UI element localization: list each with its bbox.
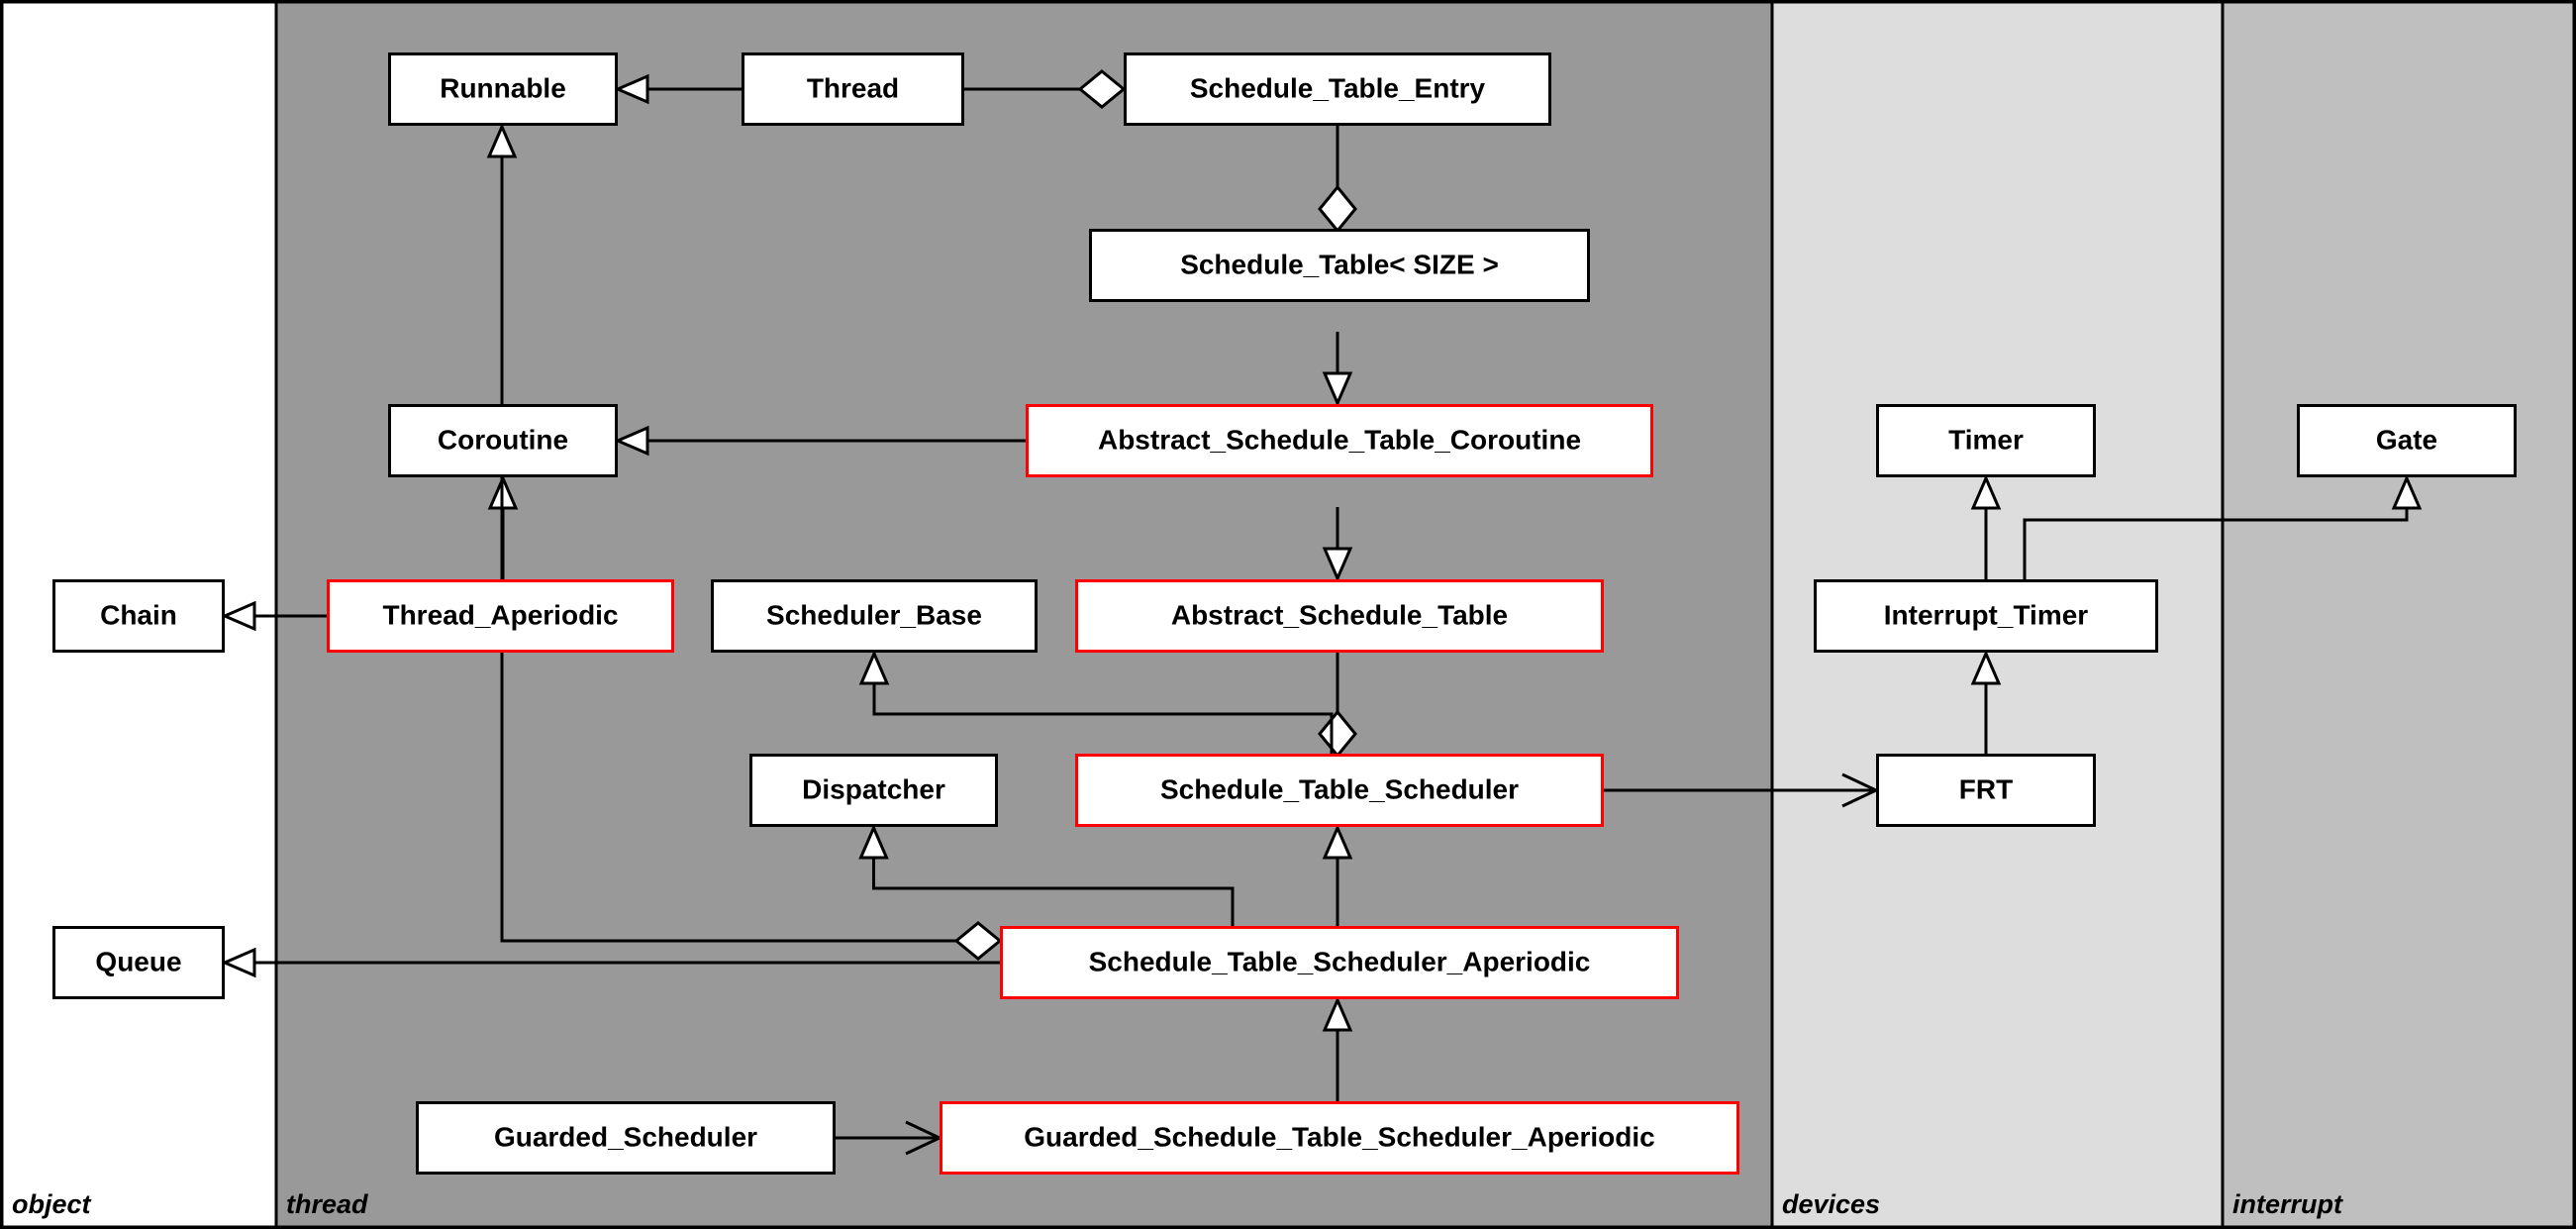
- class-node[interactable]: Runnable: [388, 52, 618, 126]
- class-name-label: Dispatcher: [802, 773, 945, 804]
- class-node[interactable]: Timer: [1876, 404, 2096, 477]
- class-node[interactable]: Guarded_Scheduler: [416, 1101, 836, 1175]
- class-node[interactable]: Guarded_Schedule_Table_Scheduler_Aperiod…: [940, 1101, 1739, 1175]
- class-node[interactable]: Schedule_Table_Entry: [1124, 52, 1551, 126]
- class-name-label: Schedule_Table_Entry: [1190, 72, 1486, 103]
- class-name-label: Interrupt_Timer: [1884, 599, 2089, 630]
- class-name-label: Queue: [95, 946, 181, 976]
- class-node[interactable]: FRT: [1876, 754, 2096, 827]
- class-box[interactable]: [416, 1101, 836, 1175]
- class-node[interactable]: Thread: [742, 52, 964, 126]
- edge-e1: [614, 73, 742, 105]
- class-box[interactable]: [52, 926, 225, 999]
- edge-line: [872, 857, 1235, 926]
- class-node[interactable]: Schedule_Table< SIZE >: [1089, 229, 1590, 302]
- class-box[interactable]: [1075, 754, 1604, 827]
- class-node[interactable]: Queue: [52, 926, 225, 999]
- class-name-label: Schedule_Table_Scheduler_Aperiodic: [1089, 946, 1591, 976]
- edge-e10: [858, 650, 1334, 754]
- class-box[interactable]: [1026, 404, 1653, 477]
- class-box[interactable]: [1089, 229, 1590, 302]
- class-node[interactable]: Abstract_Schedule_Table_Coroutine: [1026, 404, 1653, 477]
- edge-e14: [221, 947, 1000, 978]
- class-name-label: Scheduler_Base: [766, 599, 982, 630]
- class-box[interactable]: [749, 754, 998, 827]
- package-label-object: object: [12, 1189, 92, 1219]
- package-label-devices: devices: [1782, 1189, 1880, 1219]
- class-name-label: Coroutine: [438, 424, 568, 455]
- class-box[interactable]: [940, 1101, 1739, 1175]
- class-node[interactable]: Dispatcher: [749, 754, 998, 827]
- class-node[interactable]: Gate: [2297, 404, 2517, 477]
- class-name-label: FRT: [1959, 773, 2013, 804]
- package-label-layer: object thread devices interrupt: [12, 1189, 2343, 1219]
- class-name-label: Gate: [2376, 424, 2437, 455]
- class-name-label: Schedule_Table_Scheduler: [1160, 773, 1519, 804]
- class-name-label: Thread_Aperiodic: [382, 599, 618, 630]
- class-name-label: Abstract_Schedule_Table: [1171, 599, 1508, 630]
- edge-e16: [1322, 996, 1353, 1101]
- edge-line: [872, 682, 1334, 754]
- edge-e5: [614, 425, 1026, 457]
- class-box[interactable]: [742, 52, 964, 126]
- class-node[interactable]: Thread_Aperiodic: [327, 579, 674, 653]
- edge-e20: [1970, 650, 2002, 754]
- edge-line: [2023, 507, 2409, 579]
- class-node[interactable]: Chain: [52, 579, 225, 653]
- class-name-label: Chain: [100, 599, 177, 630]
- edge-e7: [221, 600, 327, 632]
- class-name-label: Abstract_Schedule_Table_Coroutine: [1098, 424, 1581, 455]
- edge-layer: [221, 69, 2423, 1156]
- class-box[interactable]: [711, 579, 1038, 653]
- class-node[interactable]: Coroutine: [388, 404, 618, 477]
- package-interrupt: [2221, 0, 2576, 1229]
- class-box[interactable]: [1876, 404, 2096, 477]
- edge-e9: [1318, 653, 1357, 759]
- class-name-label: Thread: [807, 72, 899, 103]
- edge-e19: [2023, 474, 2423, 579]
- class-box[interactable]: [52, 579, 225, 653]
- class-box[interactable]: [327, 579, 674, 653]
- class-box[interactable]: [1876, 754, 2096, 827]
- class-name-label: Timer: [1948, 424, 2024, 455]
- class-box[interactable]: [1000, 926, 1679, 999]
- class-box[interactable]: [1075, 579, 1604, 653]
- package-label-interrupt: interrupt: [2232, 1189, 2343, 1219]
- class-node[interactable]: Schedule_Table_Scheduler_Aperiodic: [1000, 926, 1679, 999]
- class-name-label: Schedule_Table< SIZE >: [1180, 249, 1499, 279]
- class-node[interactable]: Abstract_Schedule_Table: [1075, 579, 1604, 653]
- edge-e18: [1970, 474, 2002, 579]
- node-layer: Runnable Thread Schedule_Table_EntrySchedu…: [52, 52, 2517, 1175]
- class-box[interactable]: [1814, 579, 2158, 653]
- class-name-label: Guarded_Schedule_Table_Scheduler_Aperiod…: [1024, 1121, 1654, 1152]
- class-name-label: Runnable: [440, 72, 566, 103]
- class-box[interactable]: [1124, 52, 1551, 126]
- class-box[interactable]: [388, 404, 618, 477]
- edge-e2: [964, 69, 1127, 109]
- edge-e12: [1322, 824, 1353, 926]
- class-node[interactable]: Scheduler_Base: [711, 579, 1038, 653]
- edge-e4: [1322, 332, 1353, 407]
- class-node[interactable]: Interrupt_Timer: [1814, 579, 2158, 653]
- class-box[interactable]: [388, 52, 618, 126]
- edge-e6: [1322, 507, 1353, 582]
- class-name-label: Guarded_Scheduler: [494, 1121, 757, 1152]
- class-node[interactable]: Schedule_Table_Scheduler: [1075, 754, 1604, 827]
- class-box[interactable]: [2297, 404, 2517, 477]
- package-label-thread: thread: [286, 1189, 368, 1219]
- edge-e13: [858, 824, 1235, 926]
